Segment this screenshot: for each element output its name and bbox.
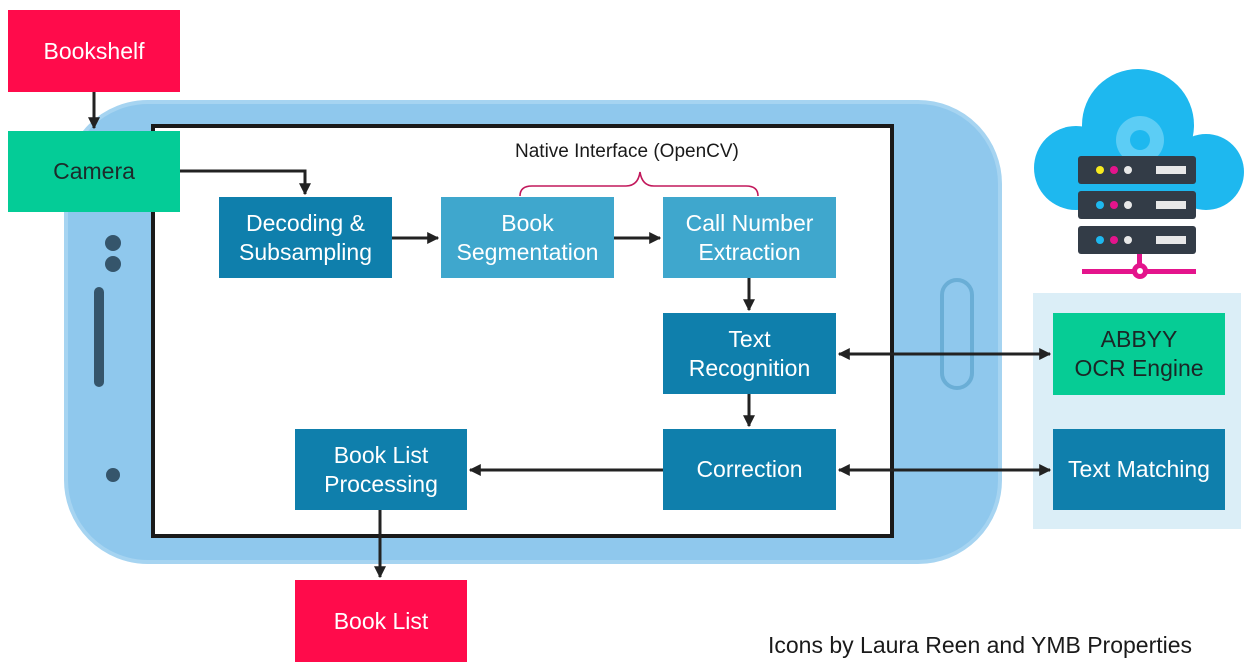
- arrow-camera-decoding: [180, 169, 311, 196]
- native-interface-label: Native Interface (OpenCV): [515, 141, 739, 162]
- bookshelf-node: Bookshelf: [8, 10, 180, 92]
- call-number-extraction-node: Call Number Extraction: [663, 197, 836, 278]
- correction-node: Correction: [663, 429, 836, 510]
- abbyy-ocr-engine-node: ABBYY OCR Engine: [1053, 313, 1225, 395]
- book-list-node: Book List: [295, 580, 467, 662]
- book-list-processing-node: Book List Processing: [295, 429, 467, 510]
- decoding-subsampling-node: Decoding & Subsampling: [219, 197, 392, 278]
- native-interface-brace: [519, 171, 759, 197]
- camera-node: Camera: [8, 131, 180, 212]
- book-segmentation-node: Book Segmentation: [441, 197, 614, 278]
- text-recognition-node: Text Recognition: [663, 313, 836, 394]
- icon-credit-text: Icons by Laura Reen and YMB Properties: [768, 632, 1193, 658]
- text-matching-node: Text Matching: [1053, 429, 1225, 510]
- cloud-server-icon: [1034, 69, 1244, 279]
